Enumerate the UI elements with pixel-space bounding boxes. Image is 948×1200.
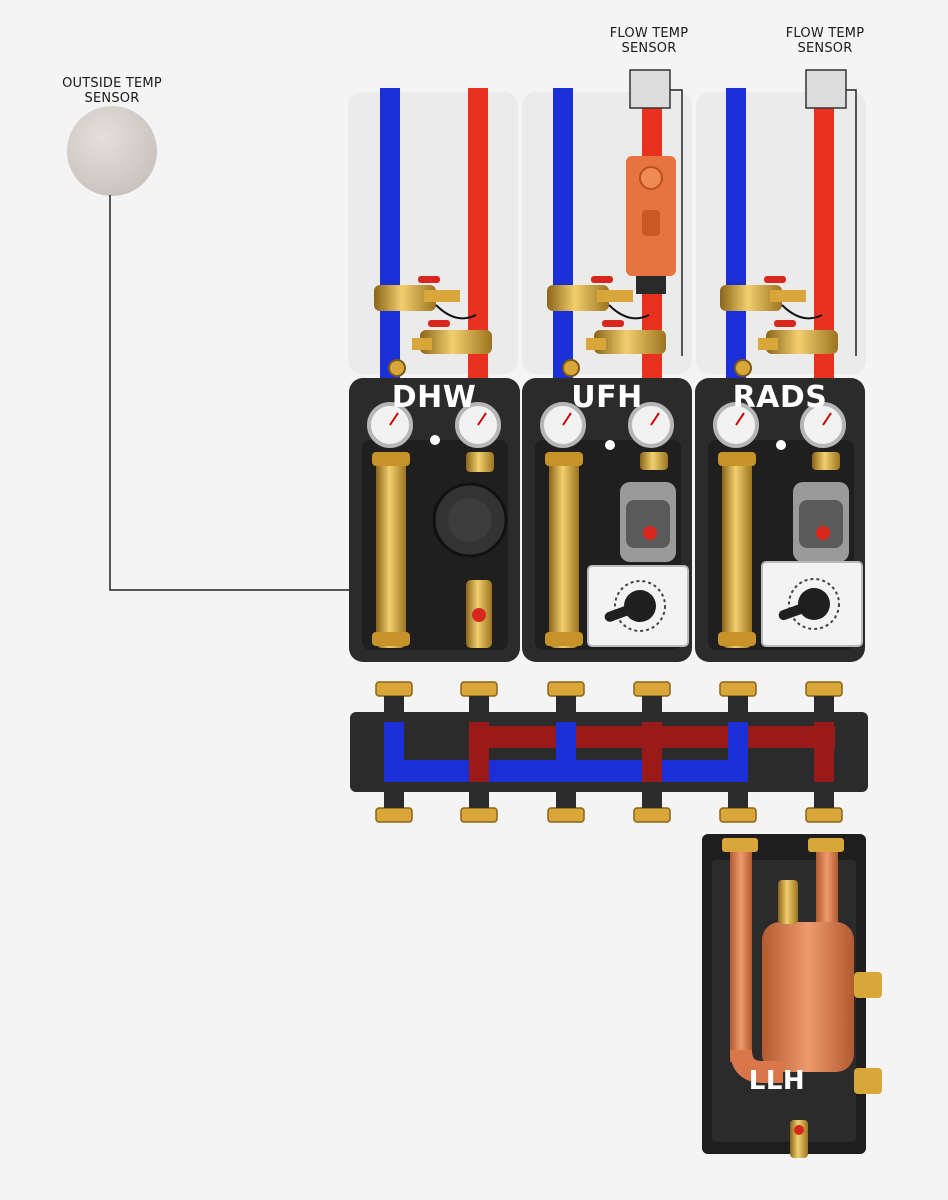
station-label-dhw: DHW xyxy=(391,380,477,415)
flow-sensor-rads-label-line1: FLOW TEMP xyxy=(785,26,865,41)
outside-sensor-label-line1: OUTSIDE TEMP xyxy=(62,76,162,91)
flow-sensor-ufh-cable xyxy=(670,89,683,356)
flow-temp-sensor-rads xyxy=(805,69,847,109)
station-rads xyxy=(695,378,865,662)
flow-sensor-rads-label-line2: SENSOR xyxy=(797,41,853,56)
flow-temp-sensor-ufh-label: FLOW TEMP SENSOR xyxy=(594,26,704,56)
distribution-manifold xyxy=(350,681,868,823)
low-loss-header xyxy=(702,834,882,1158)
station-label-ufh: UFH xyxy=(571,380,643,415)
pump-stations xyxy=(349,378,865,662)
flow-sensor-ufh-label-line2: SENSOR xyxy=(621,41,677,56)
llh-label: LLH xyxy=(748,1066,806,1096)
flow-sensor-ufh-label-line1: FLOW TEMP xyxy=(609,26,689,41)
station-ufh xyxy=(522,378,692,662)
ufh-safety-thermostat xyxy=(626,156,676,294)
flow-temp-sensor-ufh xyxy=(629,69,671,109)
outside-temp-sensor-label: OUTSIDE TEMP SENSOR xyxy=(46,76,178,106)
outside-sensor-cable xyxy=(109,195,352,591)
outside-temp-sensor xyxy=(67,106,157,196)
station-label-rads: RADS xyxy=(732,380,828,415)
flow-temp-sensor-rads-label: FLOW TEMP SENSOR xyxy=(770,26,880,56)
isolation-valves xyxy=(374,276,838,377)
flow-sensor-rads-cable xyxy=(846,89,857,356)
outside-sensor-label-line2: SENSOR xyxy=(84,91,140,106)
station-dhw xyxy=(349,378,520,662)
